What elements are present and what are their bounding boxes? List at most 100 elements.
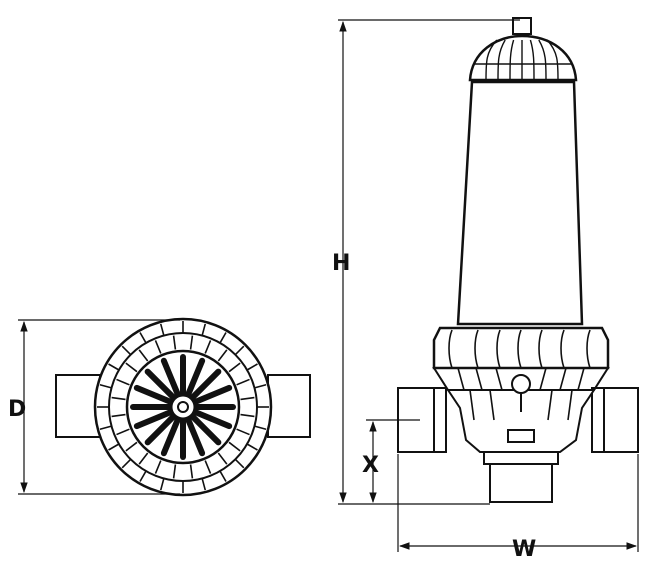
ring-rib: [172, 464, 177, 479]
ring-rib: [217, 349, 228, 362]
clamp-rib: [560, 329, 565, 369]
side-view-clamp-band: [432, 326, 610, 370]
ring-rib: [240, 396, 255, 401]
housing-rib: [108, 363, 120, 371]
cap-spoke: [192, 384, 233, 405]
side-view-drain-collar: [483, 451, 559, 465]
housing-rib: [99, 425, 112, 431]
housing-rib: [234, 458, 245, 469]
housing-rib: [254, 425, 267, 431]
ring-rib: [125, 441, 138, 452]
housing-rib: [234, 345, 245, 356]
cap-spoke: [189, 368, 222, 401]
cage-rib: [577, 367, 585, 391]
housing-rib: [219, 332, 227, 344]
cage-rib: [559, 367, 567, 391]
housing-rib: [219, 470, 227, 482]
clamp-rib: [586, 329, 591, 369]
ring-rib: [138, 452, 149, 465]
side-view-outlet-pipe: [591, 387, 639, 453]
ring-rib: [228, 362, 241, 373]
clamp-rib: [496, 329, 501, 369]
ring-rib: [228, 441, 241, 452]
housing-rib: [254, 383, 267, 389]
ring-rib: [111, 396, 126, 401]
housing-rib: [159, 323, 165, 336]
dimension-d: [18, 319, 180, 495]
cap-rib: [529, 39, 535, 81]
dimension-w-label: W: [512, 537, 536, 562]
clamp-rib: [517, 329, 522, 369]
ring-rib: [116, 378, 130, 386]
housing-rib: [121, 458, 132, 469]
housing-rib: [121, 345, 132, 356]
housing-rib: [159, 478, 165, 491]
ring-rib: [189, 335, 194, 350]
clamp-rib: [538, 329, 543, 369]
side-view-body-lower: [446, 389, 596, 453]
dimension-x: [366, 419, 420, 504]
dimension-h-label: H: [332, 251, 350, 276]
top-view-pipe-left: [55, 374, 101, 438]
dimension-d-label: D: [8, 397, 26, 422]
dimension-h: [338, 19, 520, 505]
ring-rib: [125, 362, 138, 373]
cap-spoke: [160, 416, 181, 457]
ring-rib: [154, 460, 162, 474]
cage-rib: [495, 367, 503, 391]
cap-rib: [546, 39, 559, 81]
housing-rib: [246, 443, 258, 451]
cap-spoke: [185, 357, 206, 398]
cap-spoke: [160, 357, 181, 398]
side-view-clamp-ribs: [448, 329, 591, 369]
side-view-drain: [489, 463, 553, 503]
top-view-pipe-right: [267, 374, 311, 438]
clamp-rib: [448, 329, 453, 369]
side-view-air-valve: [512, 17, 532, 35]
side-view-cage: [432, 367, 610, 391]
dimension-x-label: X: [362, 453, 379, 478]
cap-rib: [509, 39, 515, 81]
housing-rib: [201, 323, 207, 336]
ring-rib: [204, 340, 212, 354]
housing-rib: [246, 363, 258, 371]
cap-spoke: [192, 409, 233, 430]
housing-rib: [139, 470, 147, 482]
body-rib: [547, 389, 553, 421]
side-view-base-block: [507, 429, 535, 443]
side-view-side-port: [511, 374, 531, 394]
top-view: [55, 317, 311, 497]
top-view-hub-inner: [177, 401, 189, 413]
side-view-cap-ribs: [474, 39, 572, 81]
ring-rib: [236, 428, 250, 436]
ring-rib: [111, 413, 126, 418]
top-view-spokes: [130, 354, 236, 460]
side-view-cage-ribs: [457, 367, 585, 421]
side-view-dome: [456, 80, 584, 326]
ring-rib: [236, 378, 250, 386]
cage-rib: [457, 367, 465, 391]
cap-spoke: [185, 416, 206, 457]
ring-rib: [217, 452, 228, 465]
housing-rib: [99, 383, 112, 389]
body-rib: [469, 389, 475, 421]
housing-rib: [139, 332, 147, 344]
dimension-w: [397, 454, 639, 552]
clamp-rib: [474, 329, 479, 369]
ring-rib: [189, 464, 194, 479]
cage-rib: [539, 367, 547, 391]
cap-rib: [538, 39, 547, 81]
ring-rib: [154, 340, 162, 354]
cap-spoke: [133, 409, 174, 430]
cap-spoke: [144, 368, 177, 401]
ring-rib: [172, 335, 177, 350]
cap-spoke: [133, 384, 174, 405]
housing-rib: [201, 478, 207, 491]
side-view: [397, 17, 639, 503]
cap-spoke: [144, 413, 177, 446]
ring-rib: [240, 413, 255, 418]
ring-rib: [116, 428, 130, 436]
body-rib: [489, 389, 495, 421]
cap-rib: [497, 39, 506, 81]
